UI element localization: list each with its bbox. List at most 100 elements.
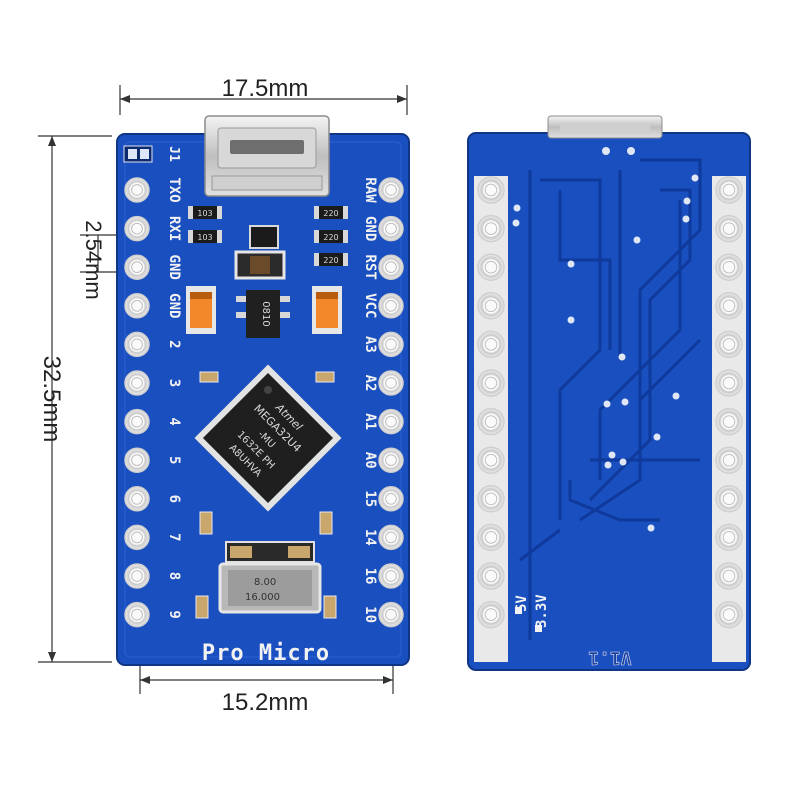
back-left-pads (477, 176, 505, 629)
smd-resistor-220-c: 220 (314, 253, 348, 266)
front-right-pad-4-hole (385, 299, 397, 312)
board-name: Pro Micro (202, 641, 330, 666)
front-left-pad-1-hole (131, 184, 143, 196)
svg-text:220: 220 (323, 209, 338, 218)
back-vias (512, 147, 699, 532)
back-left-pad-2-hole (484, 222, 498, 235)
front-left-pin-label-3: GND (166, 255, 182, 280)
front-right-pad-11-hole (385, 570, 397, 582)
front-left-pad-12-hole (131, 608, 143, 621)
front-left-pad-7-hole (131, 415, 143, 428)
back-right-pad-6-hole (722, 376, 736, 390)
back-right-pad-5-hole (722, 338, 736, 351)
front-right-pin-label-9: 15 (362, 490, 378, 507)
back-right-pad-10-hole (722, 531, 736, 544)
svg-text:16.000: 16.000 (245, 592, 280, 603)
smd-diode (249, 225, 279, 249)
front-right-pin-label-7: A1 (362, 413, 378, 430)
front-right-pin-label-1: RAW (362, 177, 378, 203)
back-label-5v: 5V (514, 595, 530, 612)
front-left-pin-label-7: 4 (166, 417, 182, 425)
front-left-pin-label-12: 9 (166, 610, 182, 618)
front-left-pin-label-4: GND (166, 293, 182, 318)
front-right-pin-label-2: GND (362, 216, 378, 241)
front-right-pin-label-12: 10 (362, 606, 378, 623)
back-left-pad-1-hole (484, 183, 498, 197)
svg-text:0810: 0810 (260, 301, 271, 326)
back-left-pad-10-hole (484, 531, 498, 544)
mcu-chip (194, 364, 342, 512)
tantalum-capacitor-left (186, 286, 216, 334)
front-left-pin-label-9: 6 (166, 495, 182, 503)
front-left-pad-9-hole (131, 492, 143, 505)
front-right-pad-6-hole (385, 377, 397, 389)
front-right-pad-8-hole (385, 454, 397, 467)
front-right-pin-label-10: 14 (362, 529, 378, 546)
front-left-pin-label-1: TXO (166, 177, 182, 202)
front-right-pin-label-11: 16 (362, 568, 378, 585)
front-left-pin-label-5: 2 (166, 340, 182, 348)
back-right-pad-8-hole (722, 453, 736, 467)
j1-label: J1 (166, 146, 181, 162)
svg-text:103: 103 (197, 233, 212, 242)
back-label-3v3: 3.3V (534, 594, 550, 628)
back-left-pad-3-hole (484, 260, 498, 274)
back-left-pad-11-hole (484, 569, 498, 583)
front-right-pad-7-hole (385, 415, 397, 428)
front-left-pads (124, 177, 150, 628)
usb-connector (204, 115, 330, 197)
front-left-pad-5-hole (131, 338, 143, 351)
front-right-pad-12-hole (385, 608, 397, 621)
front-right-pin-label-6: A2 (362, 375, 378, 392)
svg-text:103: 103 (197, 209, 212, 218)
front-left-pad-4-hole (131, 299, 143, 312)
front-left-pad-2-hole (131, 222, 143, 235)
front-right-pad-9-hole (385, 492, 397, 505)
dimension-bottom-label: 15.2mm (222, 689, 309, 716)
front-left-pad-6-hole (131, 377, 143, 389)
dimension-top: 17.5mm (119, 75, 408, 115)
front-right-pad-10-hole (385, 531, 397, 544)
back-right-pad-7-hole (722, 415, 736, 428)
back-left-pad-8-hole (484, 453, 498, 467)
front-right-pad-2-hole (385, 222, 397, 235)
smd-resistor-220-a: 220 (314, 206, 348, 219)
front-right-pin-label-4: VCC (362, 293, 378, 318)
back-left-pad-7-hole (484, 415, 498, 428)
front-right-pad-3-hole (385, 261, 397, 274)
dimension-top-label: 17.5mm (222, 75, 309, 102)
front-left-pin-label-6: 3 (166, 379, 182, 387)
dimension-pitch-label: 2.54mm (81, 220, 106, 299)
front-left-pad-11-hole (131, 570, 143, 582)
front-left-pin-label-2: RXI (166, 216, 182, 241)
regulator-chip: 0810 (236, 290, 290, 338)
smd-resistor-103-a: 103 (188, 206, 222, 219)
back-left-pad-5-hole (484, 338, 498, 351)
front-right-pin-label-3: RST (362, 255, 378, 280)
smd-resistor-103-b: 103 (188, 230, 222, 243)
dimension-pitch: 2.54mm (80, 220, 136, 300)
back-right-pad-12-hole (722, 608, 736, 621)
front-right-pin-label-8: A0 (362, 452, 378, 469)
back-board: 5V 3.3V V1.1 (467, 115, 751, 671)
front-left-pin-label-11: 8 (166, 572, 182, 580)
svg-text:220: 220 (323, 233, 338, 242)
back-left-pad-4-hole (484, 299, 498, 313)
back-right-pad-3-hole (722, 260, 736, 274)
back-right-pad-9-hole (722, 492, 736, 506)
svg-text:8.00: 8.00 (254, 577, 276, 588)
back-right-pad-2-hole (722, 222, 736, 235)
front-left-pad-3-hole (131, 261, 143, 274)
back-traces (519, 158, 702, 640)
back-version: V1.1 (588, 647, 631, 668)
back-right-pad-11-hole (722, 569, 736, 583)
back-left-pad-6-hole (484, 376, 498, 390)
svg-text:220: 220 (323, 256, 338, 265)
front-left-pin-label-10: 7 (166, 533, 182, 541)
front-left-pad-8-hole (131, 454, 143, 467)
front-right-pad-5-hole (385, 338, 397, 351)
back-right-pad-1-hole (722, 183, 736, 197)
